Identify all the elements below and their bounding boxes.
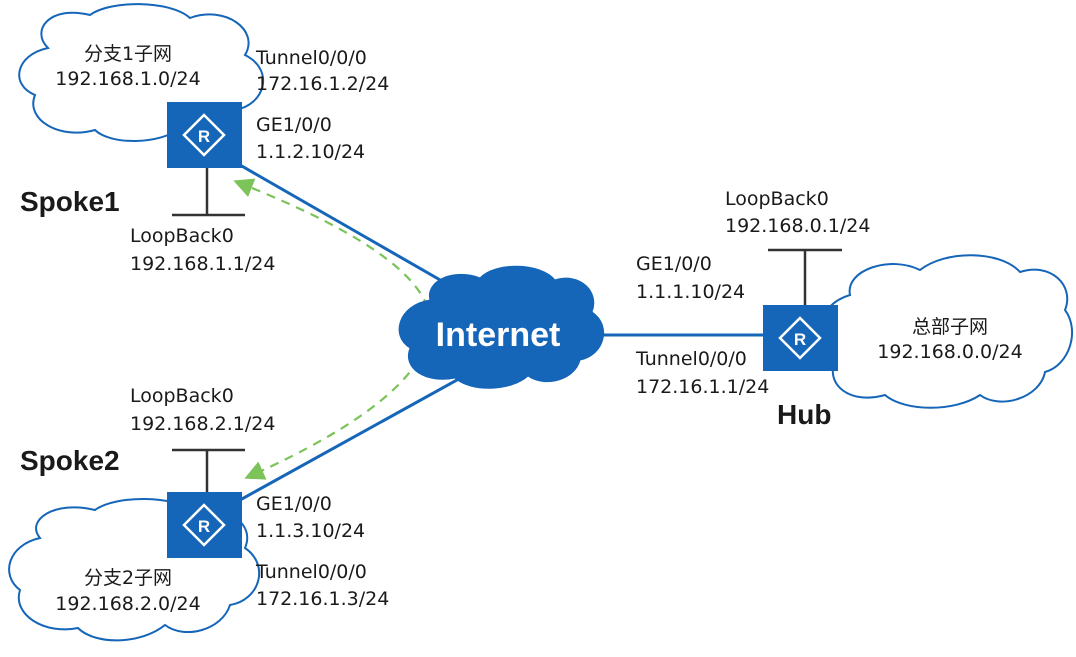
hub-ge-ip: 1.1.1.10/24 — [636, 281, 745, 303]
dashed-spoke-to-spoke-path — [233, 178, 432, 480]
spoke1-tunnel-name: Tunnel0/0/0 — [255, 47, 367, 69]
spoke1-subnet-cidr: 192.168.1.0/24 — [55, 68, 200, 90]
spoke1-loopback-stub — [172, 168, 245, 217]
hub-router-icon: R — [763, 305, 838, 371]
spoke1-loopback-ip: 192.168.1.1/24 — [130, 253, 275, 275]
internet-cloud-icon: Internet — [398, 265, 604, 389]
spoke2-ge-ip: 1.1.3.10/24 — [256, 520, 365, 542]
spoke2-device-name: Spoke2 — [20, 445, 120, 476]
hub-loopback-ip: 192.168.0.1/24 — [725, 215, 870, 237]
hub-device-name: Hub — [777, 399, 831, 430]
internet-label: Internet — [436, 316, 561, 354]
hub-tunnel-name: Tunnel0/0/0 — [635, 348, 747, 370]
link-spoke1-internet — [239, 163, 476, 302]
spoke1-ge-name: GE1/0/0 — [256, 114, 332, 136]
hub-loopback-name: LoopBack0 — [725, 188, 829, 210]
svg-text:R: R — [198, 127, 210, 146]
spoke2-loopback-name: LoopBack0 — [130, 385, 234, 407]
svg-text:R: R — [794, 330, 806, 349]
spoke1-device-name: Spoke1 — [20, 186, 120, 217]
spoke2-router-icon: R — [167, 492, 242, 558]
hub-tunnel-ip: 172.16.1.1/24 — [636, 376, 769, 398]
spoke1-tunnel-ip: 172.16.1.2/24 — [256, 73, 389, 95]
hub-ge-name: GE1/0/0 — [636, 253, 712, 275]
hub-subnet-name: 总部子网 — [912, 316, 988, 338]
spoke1-ge-ip: 1.1.2.10/24 — [256, 141, 365, 163]
spoke2-loopback-ip: 192.168.2.1/24 — [130, 413, 275, 435]
spoke1-router-icon: R — [167, 102, 242, 168]
spoke2-loopback-stub — [172, 448, 245, 495]
hub-subnet-cidr: 192.168.0.0/24 — [877, 341, 1022, 363]
spoke2-subnet-cidr: 192.168.2.0/24 — [55, 593, 200, 615]
spoke2-tunnel-name: Tunnel0/0/0 — [255, 561, 367, 583]
spoke2-ge-name: GE1/0/0 — [256, 493, 332, 515]
link-spoke2-internet — [239, 368, 476, 502]
spoke2-tunnel-ip: 172.16.1.3/24 — [256, 588, 389, 610]
hub-subnet-cloud-icon — [818, 254, 1074, 409]
spoke1-subnet-name: 分支1子网 — [84, 43, 172, 65]
spoke2-subnet-name: 分支2子网 — [84, 567, 172, 589]
hub-loopback-stub — [768, 248, 842, 308]
svg-text:R: R — [198, 517, 210, 536]
spoke1-loopback-name: LoopBack0 — [130, 225, 234, 247]
